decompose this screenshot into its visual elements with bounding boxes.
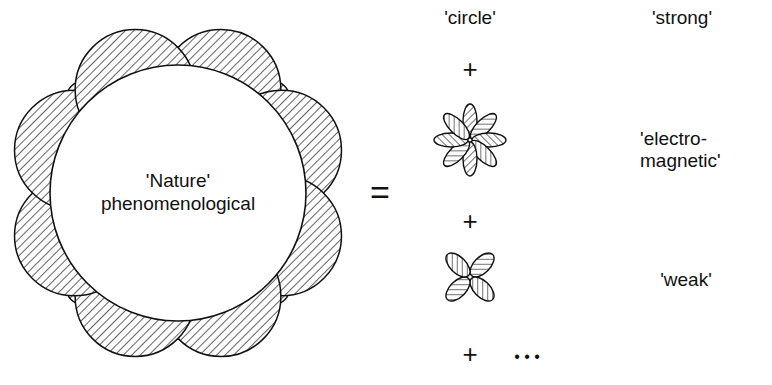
force-label: 'weak' (660, 269, 712, 291)
term-label: 'circle' (444, 7, 496, 29)
equals-sign: = (370, 173, 390, 212)
plus-sign: + (462, 340, 477, 370)
plus-sign: + (462, 207, 477, 237)
node-text: 'Nature' phenomenological (88, 170, 268, 216)
force-label: 'strong' (652, 7, 712, 29)
force-label: 'electro- magnetic' (640, 128, 736, 172)
plus-sign: + (462, 55, 477, 85)
nature-circle: 'Nature' phenomenological (3, 8, 353, 378)
ellipsis-dots: • • • (514, 348, 540, 366)
weak-cross (442, 249, 499, 306)
electromagnetic-flower (434, 104, 506, 176)
